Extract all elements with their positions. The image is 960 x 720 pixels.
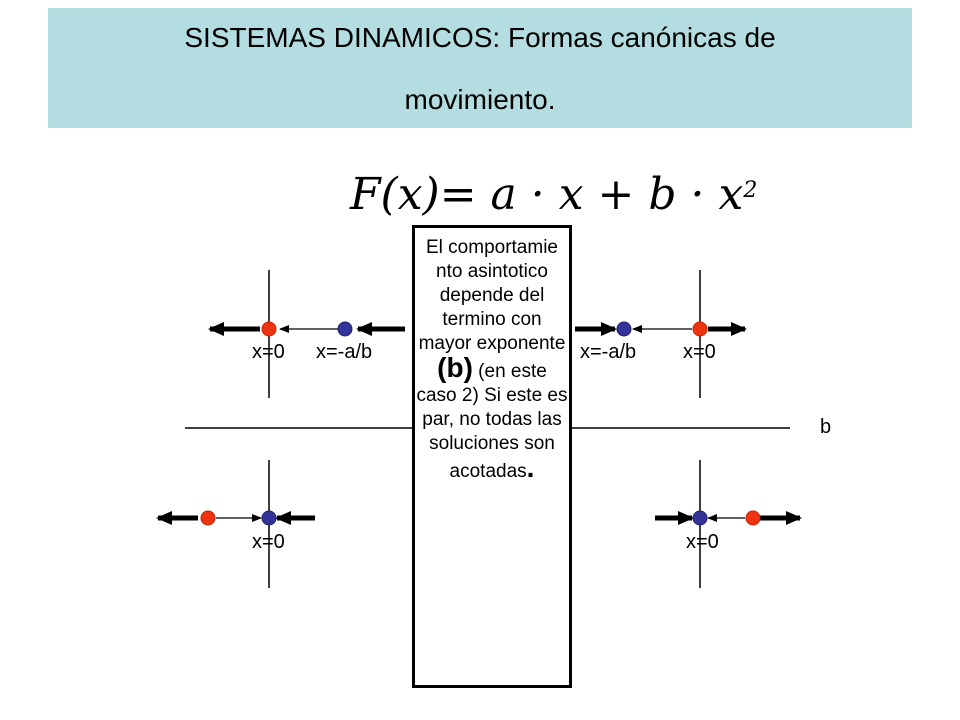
title-line-1: SISTEMAS DINAMICOS: Formas canónicas de — [184, 22, 776, 53]
formula-lhs: F(x) — [350, 169, 440, 220]
label-bottom-right-x0: x=0 — [686, 531, 719, 553]
note-bold: (b) — [437, 352, 473, 383]
note-part1: El comportamie nto asintotico depende de… — [418, 237, 566, 354]
label-top-left-xab: x=-a/b — [316, 341, 373, 363]
label-top-left-x0: x=0 — [252, 341, 285, 363]
unstable-point-br — [745, 510, 761, 526]
label-bottom-left-x0: x=0 — [252, 531, 285, 553]
formula-rhs: = a · x + b · x — [439, 169, 744, 220]
stable-point-bl — [261, 510, 277, 526]
explanation-box: El comportamie nto asintotico depende de… — [412, 225, 572, 688]
stable-point-tr — [616, 321, 632, 337]
stable-point-br — [692, 510, 708, 526]
b-axis-label: b — [820, 416, 832, 438]
label-top-right-xab: x=-a/b — [580, 341, 637, 363]
unstable-point-bl — [200, 510, 216, 526]
formula: F(x)= a · x + b · x2 — [350, 169, 757, 220]
label-top-right-x0: x=0 — [683, 341, 716, 363]
note-end: . — [526, 452, 535, 483]
formula-exponent: 2 — [743, 178, 758, 203]
unstable-point-tr — [692, 321, 708, 337]
unstable-point-tl — [261, 321, 277, 337]
title-line-2: movimiento. — [404, 84, 556, 115]
title-band: SISTEMAS DINAMICOS: Formas canónicas de … — [48, 8, 912, 128]
note-part2: (en este caso 2) Si este es par, no toda… — [416, 361, 568, 482]
stable-point-tl — [337, 321, 353, 337]
